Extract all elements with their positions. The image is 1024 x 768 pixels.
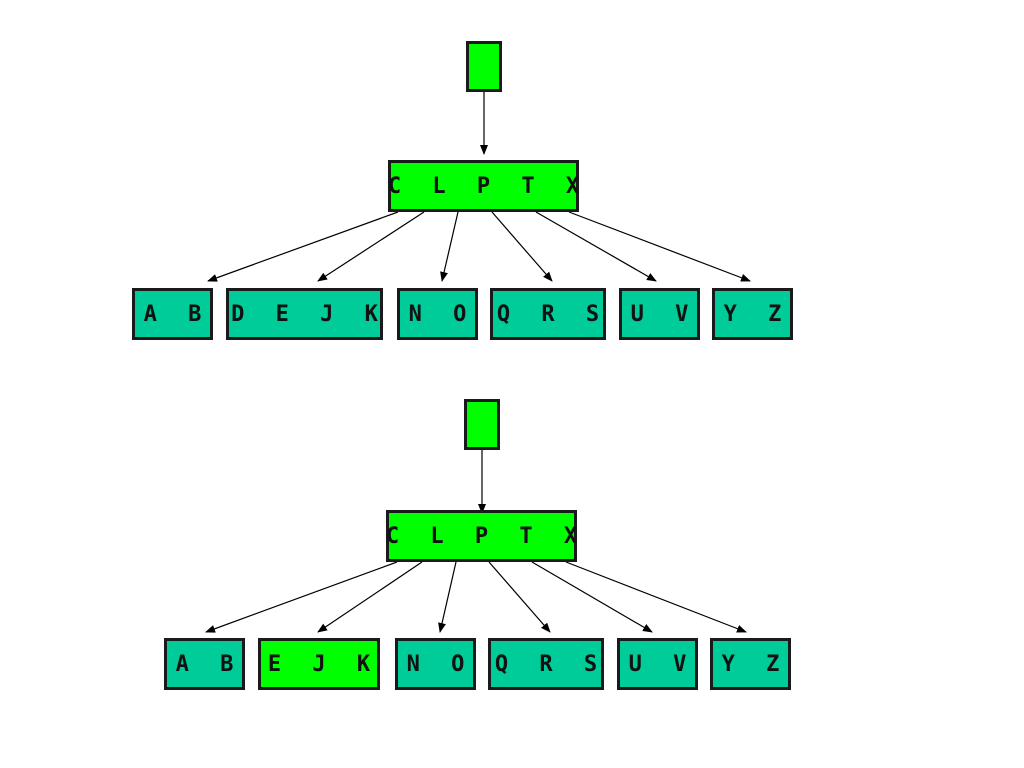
tree2-internal-node: C L P T X: [386, 510, 577, 562]
tree2-root-node: [464, 399, 500, 450]
tree1-leaf-uv: U V: [619, 288, 700, 340]
edge-to-leaf-yz-1: [568, 211, 751, 282]
edge-to-leaf-no-1: [440, 211, 459, 282]
edge-to-leaf-ab-2: [205, 561, 398, 633]
tree2-leaf-uv: U V: [617, 638, 698, 690]
tree2-leaf-no: N O: [395, 638, 476, 690]
edge-to-leaf-qrs-1: [491, 211, 553, 282]
tree2-leaf-ejk: E J K: [258, 638, 380, 690]
edge-to-leaf-ejk-2: [317, 561, 423, 633]
tree1-leaf-dejk: D E J K: [226, 288, 383, 340]
edge-to-leaf-no-2: [438, 561, 457, 633]
tree1-internal-node: C L P T X: [388, 160, 579, 212]
tree2-leaf-yz: Y Z: [710, 638, 791, 690]
tree1-root-node: [466, 41, 502, 92]
edge-to-leaf-qrs-2: [488, 561, 551, 633]
tree1-leaf-ab: A B: [132, 288, 213, 340]
edge-to-leaf-yz-2: [565, 561, 747, 633]
edge-to-leaf-uv-1: [535, 211, 657, 282]
edge-to-leaf-uv-2: [531, 561, 653, 633]
edge-to-leaf-dejk-1: [317, 211, 425, 282]
edge-to-leaf-ab-1: [207, 211, 399, 282]
tree1-leaf-no: N O: [397, 288, 478, 340]
tree2-leaf-ab: A B: [164, 638, 245, 690]
tree1-leaf-qrs: Q R S: [490, 288, 606, 340]
tree2-leaf-qrs: Q R S: [488, 638, 604, 690]
tree1-leaf-yz: Y Z: [712, 288, 793, 340]
